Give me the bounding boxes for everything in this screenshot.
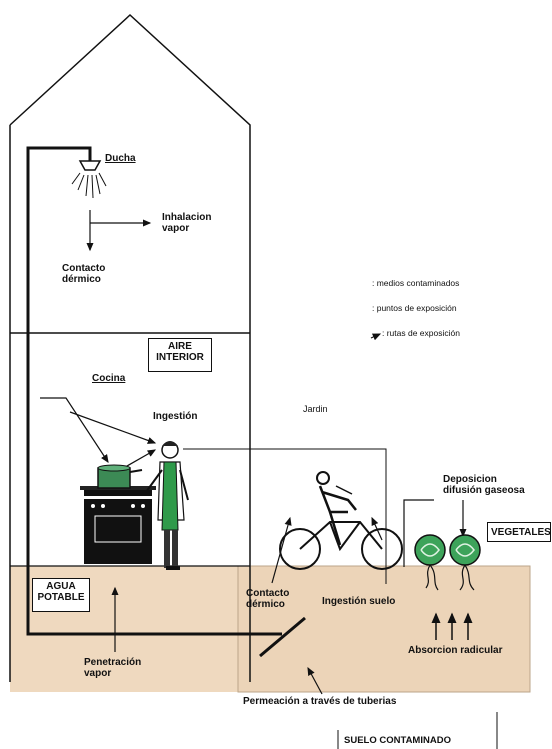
house-outline: [9, 13, 251, 682]
legend-route-arrow: [370, 333, 382, 341]
legend-exposure-routes: : rutas de exposición: [382, 328, 460, 338]
pot: [97, 464, 143, 489]
pipe-break: [259, 616, 306, 658]
box-vegetables: VEGETALES: [487, 522, 551, 542]
label-ingestion: Ingestión: [153, 411, 198, 422]
label-inhalation: Inhalacion vapor: [162, 212, 212, 234]
legend-exposure-points: : puntos de exposición: [372, 303, 457, 313]
line-person-garden: [183, 448, 387, 584]
cyclist: [279, 471, 403, 570]
label-ducha: Ducha: [105, 153, 136, 164]
legend-media: : medios contaminados: [372, 278, 460, 288]
arrow-air-to-pot: [40, 397, 109, 464]
label-vapor-penetration: Penetración vapor: [84, 657, 142, 679]
label-dermal-contact-shower: Contacto dérmico: [62, 263, 106, 285]
showerhead-icon: [78, 160, 102, 171]
label-deposition: Deposicion difusión gaseosa: [443, 474, 525, 496]
label-pipe-permeation: Permeación a través de tuberias: [243, 696, 397, 707]
label-jardin: Jardin: [303, 404, 328, 414]
arrow-dermal-garden: [271, 516, 292, 584]
stove: [80, 486, 156, 564]
box-indoor-air: AIRE INTERIOR: [148, 338, 212, 372]
arrow-soil-ingestion: [371, 516, 383, 541]
label-soil-ingestion: Ingestión suelo: [322, 596, 396, 607]
label-dermal-contact-garden: Contacto dérmico: [246, 588, 290, 610]
label-root-absorption: Absorcion radicular: [408, 645, 503, 656]
arrow-permeation: [307, 666, 323, 695]
box-drinking-water: AGUA POTABLE: [32, 578, 90, 612]
shower-spray: [71, 172, 107, 199]
arrow-deposition: [403, 499, 434, 567]
arrow-ingestion: [69, 411, 157, 444]
box-contaminated-soil: SUELO CONTAMINADO: [344, 735, 451, 746]
cook-person: [145, 441, 189, 570]
water-pipe: [26, 146, 282, 636]
garden-soil: [237, 565, 531, 693]
vegetables: [414, 534, 481, 591]
label-cocina: Cocina: [92, 373, 126, 384]
